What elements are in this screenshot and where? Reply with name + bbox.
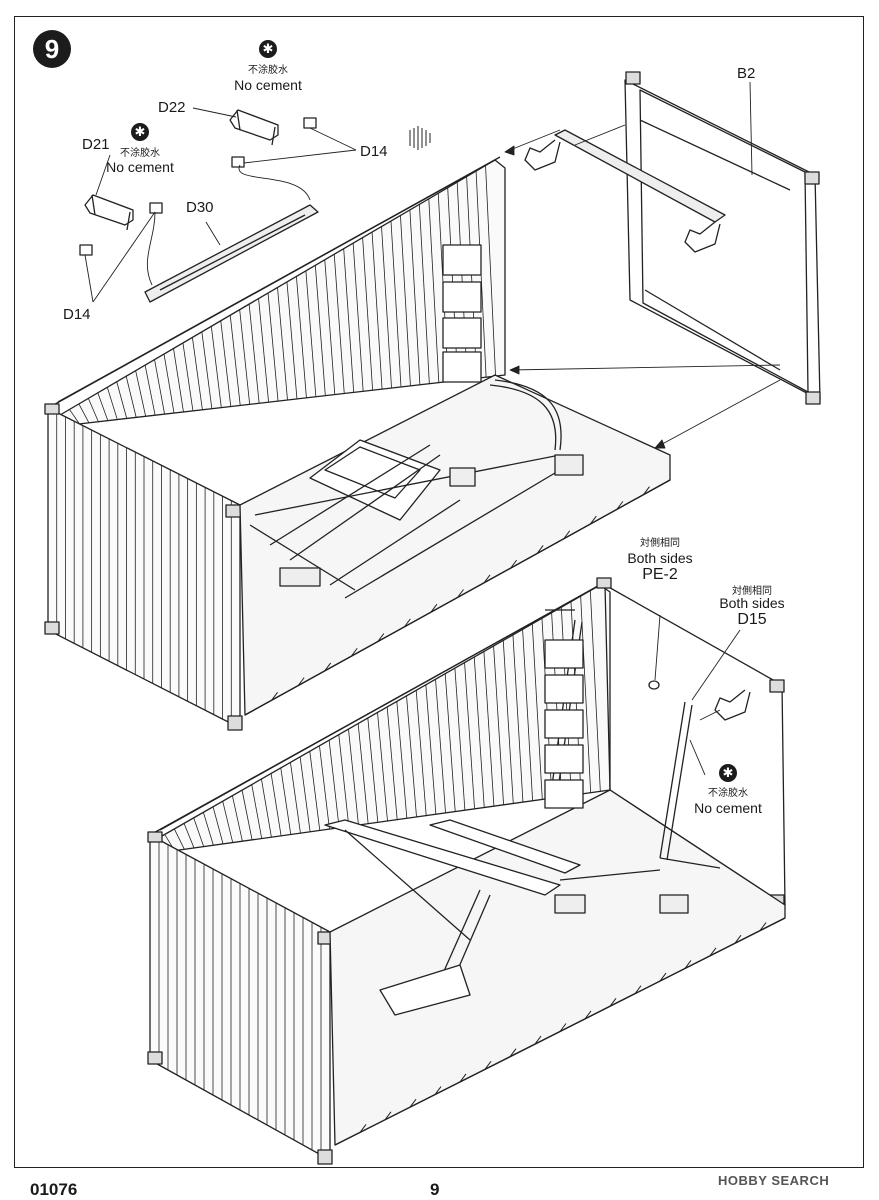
no-cement-cn-1: 不涂胶水 [248,65,288,76]
upper-container [44,156,671,731]
no-cement-icon: ✱ [259,40,277,58]
no-cement-en-2: No cement [106,159,174,175]
page-border [14,16,864,1168]
both-sides-cn-1: 対側相同 [640,538,680,549]
label-d15: D15 [737,611,767,628]
label-pe2: PE-2 [642,566,678,583]
door-frame-b2 [624,71,821,405]
step-number-badge: 9 [33,30,71,68]
handle-subassembly [79,109,319,303]
no-cement-cn-2: 不涂胶水 [120,148,160,159]
watermark: HOBBY SEARCH [718,1173,830,1188]
both-sides-cn-2: 対側相同 [732,586,772,597]
label-b2: B2 [737,65,756,82]
no-cement-en-3: No cement [694,800,762,816]
product-code: 01076 [30,1180,78,1199]
crossbar-assembly [524,129,726,253]
label-d22: D22 [158,99,186,116]
lower-container [147,577,786,1165]
no-cement-en-1: No cement [234,77,302,93]
no-cement-icon: ✱ [131,123,149,141]
page-number: 9 [430,1180,440,1199]
both-sides-en-1: Both sides [627,550,693,566]
label-d21: D21 [82,136,110,153]
label-d30: D30 [186,199,214,216]
direction-arrow [409,126,431,150]
label-d14-left: D14 [63,306,91,323]
no-cement-cn-3: 不涂胶水 [708,788,748,799]
label-d14-top: D14 [360,143,388,160]
both-sides-en-2: Both sides [719,595,785,611]
no-cement-icon: ✱ [719,764,737,782]
